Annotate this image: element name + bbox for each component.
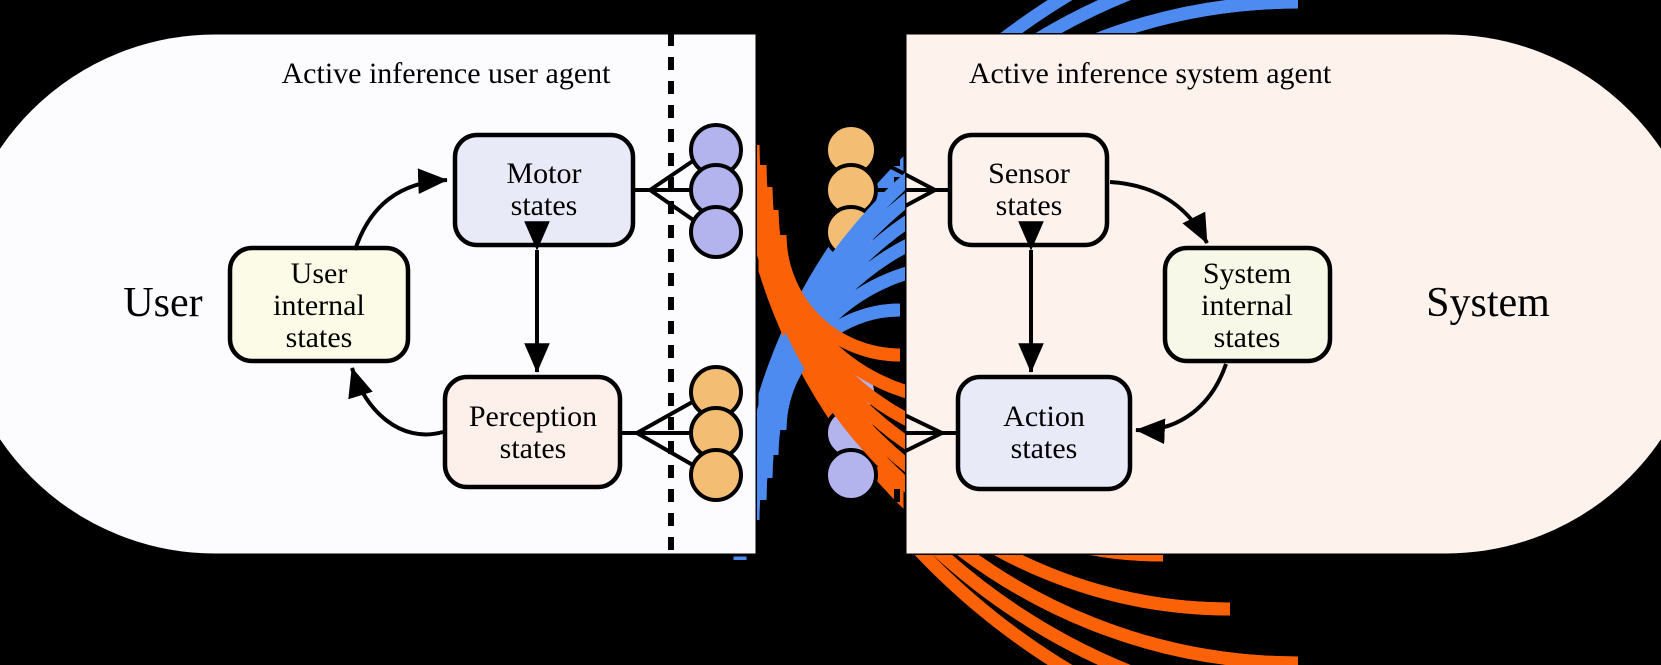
user-internal-states-line2: internal bbox=[273, 289, 365, 322]
arrow-system-internal-to-action bbox=[1135, 363, 1228, 445]
action-states-line2: states bbox=[1011, 432, 1078, 465]
perception-states-line1: Perception bbox=[469, 400, 597, 433]
user-panel-title: Active inference user agent bbox=[282, 57, 612, 90]
corridor-blue-arc-6 bbox=[757, 172, 905, 476]
sensor-states-line2: states bbox=[996, 189, 1063, 222]
corridor-waves bbox=[757, 144, 905, 521]
system-internal-states-rect bbox=[1162, 245, 1333, 364]
user-internal-states-line3: states bbox=[286, 321, 353, 354]
arrow-sensor-to-system-internal bbox=[1109, 180, 1209, 244]
action-states-line1: Action bbox=[1003, 400, 1085, 433]
system-side-label: System bbox=[1426, 280, 1550, 326]
user-side-label: User bbox=[123, 280, 202, 326]
action-states-rect bbox=[955, 374, 1133, 492]
system-internal-states-box[interactable]: System internal states bbox=[1162, 245, 1333, 364]
perception-input-node-3[interactable] bbox=[689, 448, 743, 502]
arrow-user-internal-to-motor bbox=[353, 168, 448, 251]
user-internal-states-line1: User bbox=[291, 257, 348, 290]
internal-arrows bbox=[348, 168, 1228, 445]
user-internal-states-rect bbox=[227, 245, 411, 364]
system-internal-states-line1: System bbox=[1203, 257, 1291, 290]
waves-outside-capsule bbox=[914, 0, 1299, 665]
perception-input-nodes[interactable] bbox=[689, 365, 743, 502]
corridor-orange-arc-6 bbox=[757, 189, 905, 493]
action-input-node-3[interactable] bbox=[824, 448, 878, 502]
user-internal-states-box[interactable]: User internal states bbox=[227, 245, 411, 364]
action-states-box[interactable]: Action states bbox=[955, 374, 1133, 492]
sensor-states-line1: Sensor bbox=[988, 157, 1070, 190]
motor-states-line1: Motor bbox=[507, 157, 582, 190]
perception-states-line2: states bbox=[500, 432, 567, 465]
arrow-perception-to-user-internal bbox=[348, 367, 444, 437]
system-internal-states-line3: states bbox=[1214, 321, 1281, 354]
motor-output-node-3[interactable] bbox=[689, 205, 743, 259]
sensor-states-box[interactable]: Sensor states bbox=[947, 132, 1110, 248]
motor-states-box[interactable]: Motor states bbox=[452, 132, 636, 248]
perception-states-rect bbox=[442, 374, 623, 490]
system-internal-states-line2: internal bbox=[1201, 289, 1293, 322]
perception-states-box[interactable]: Perception states bbox=[442, 374, 623, 490]
system-panel-title: Active inference system agent bbox=[969, 57, 1332, 90]
motor-states-line2: states bbox=[511, 189, 578, 222]
motor-output-nodes[interactable] bbox=[689, 123, 743, 259]
